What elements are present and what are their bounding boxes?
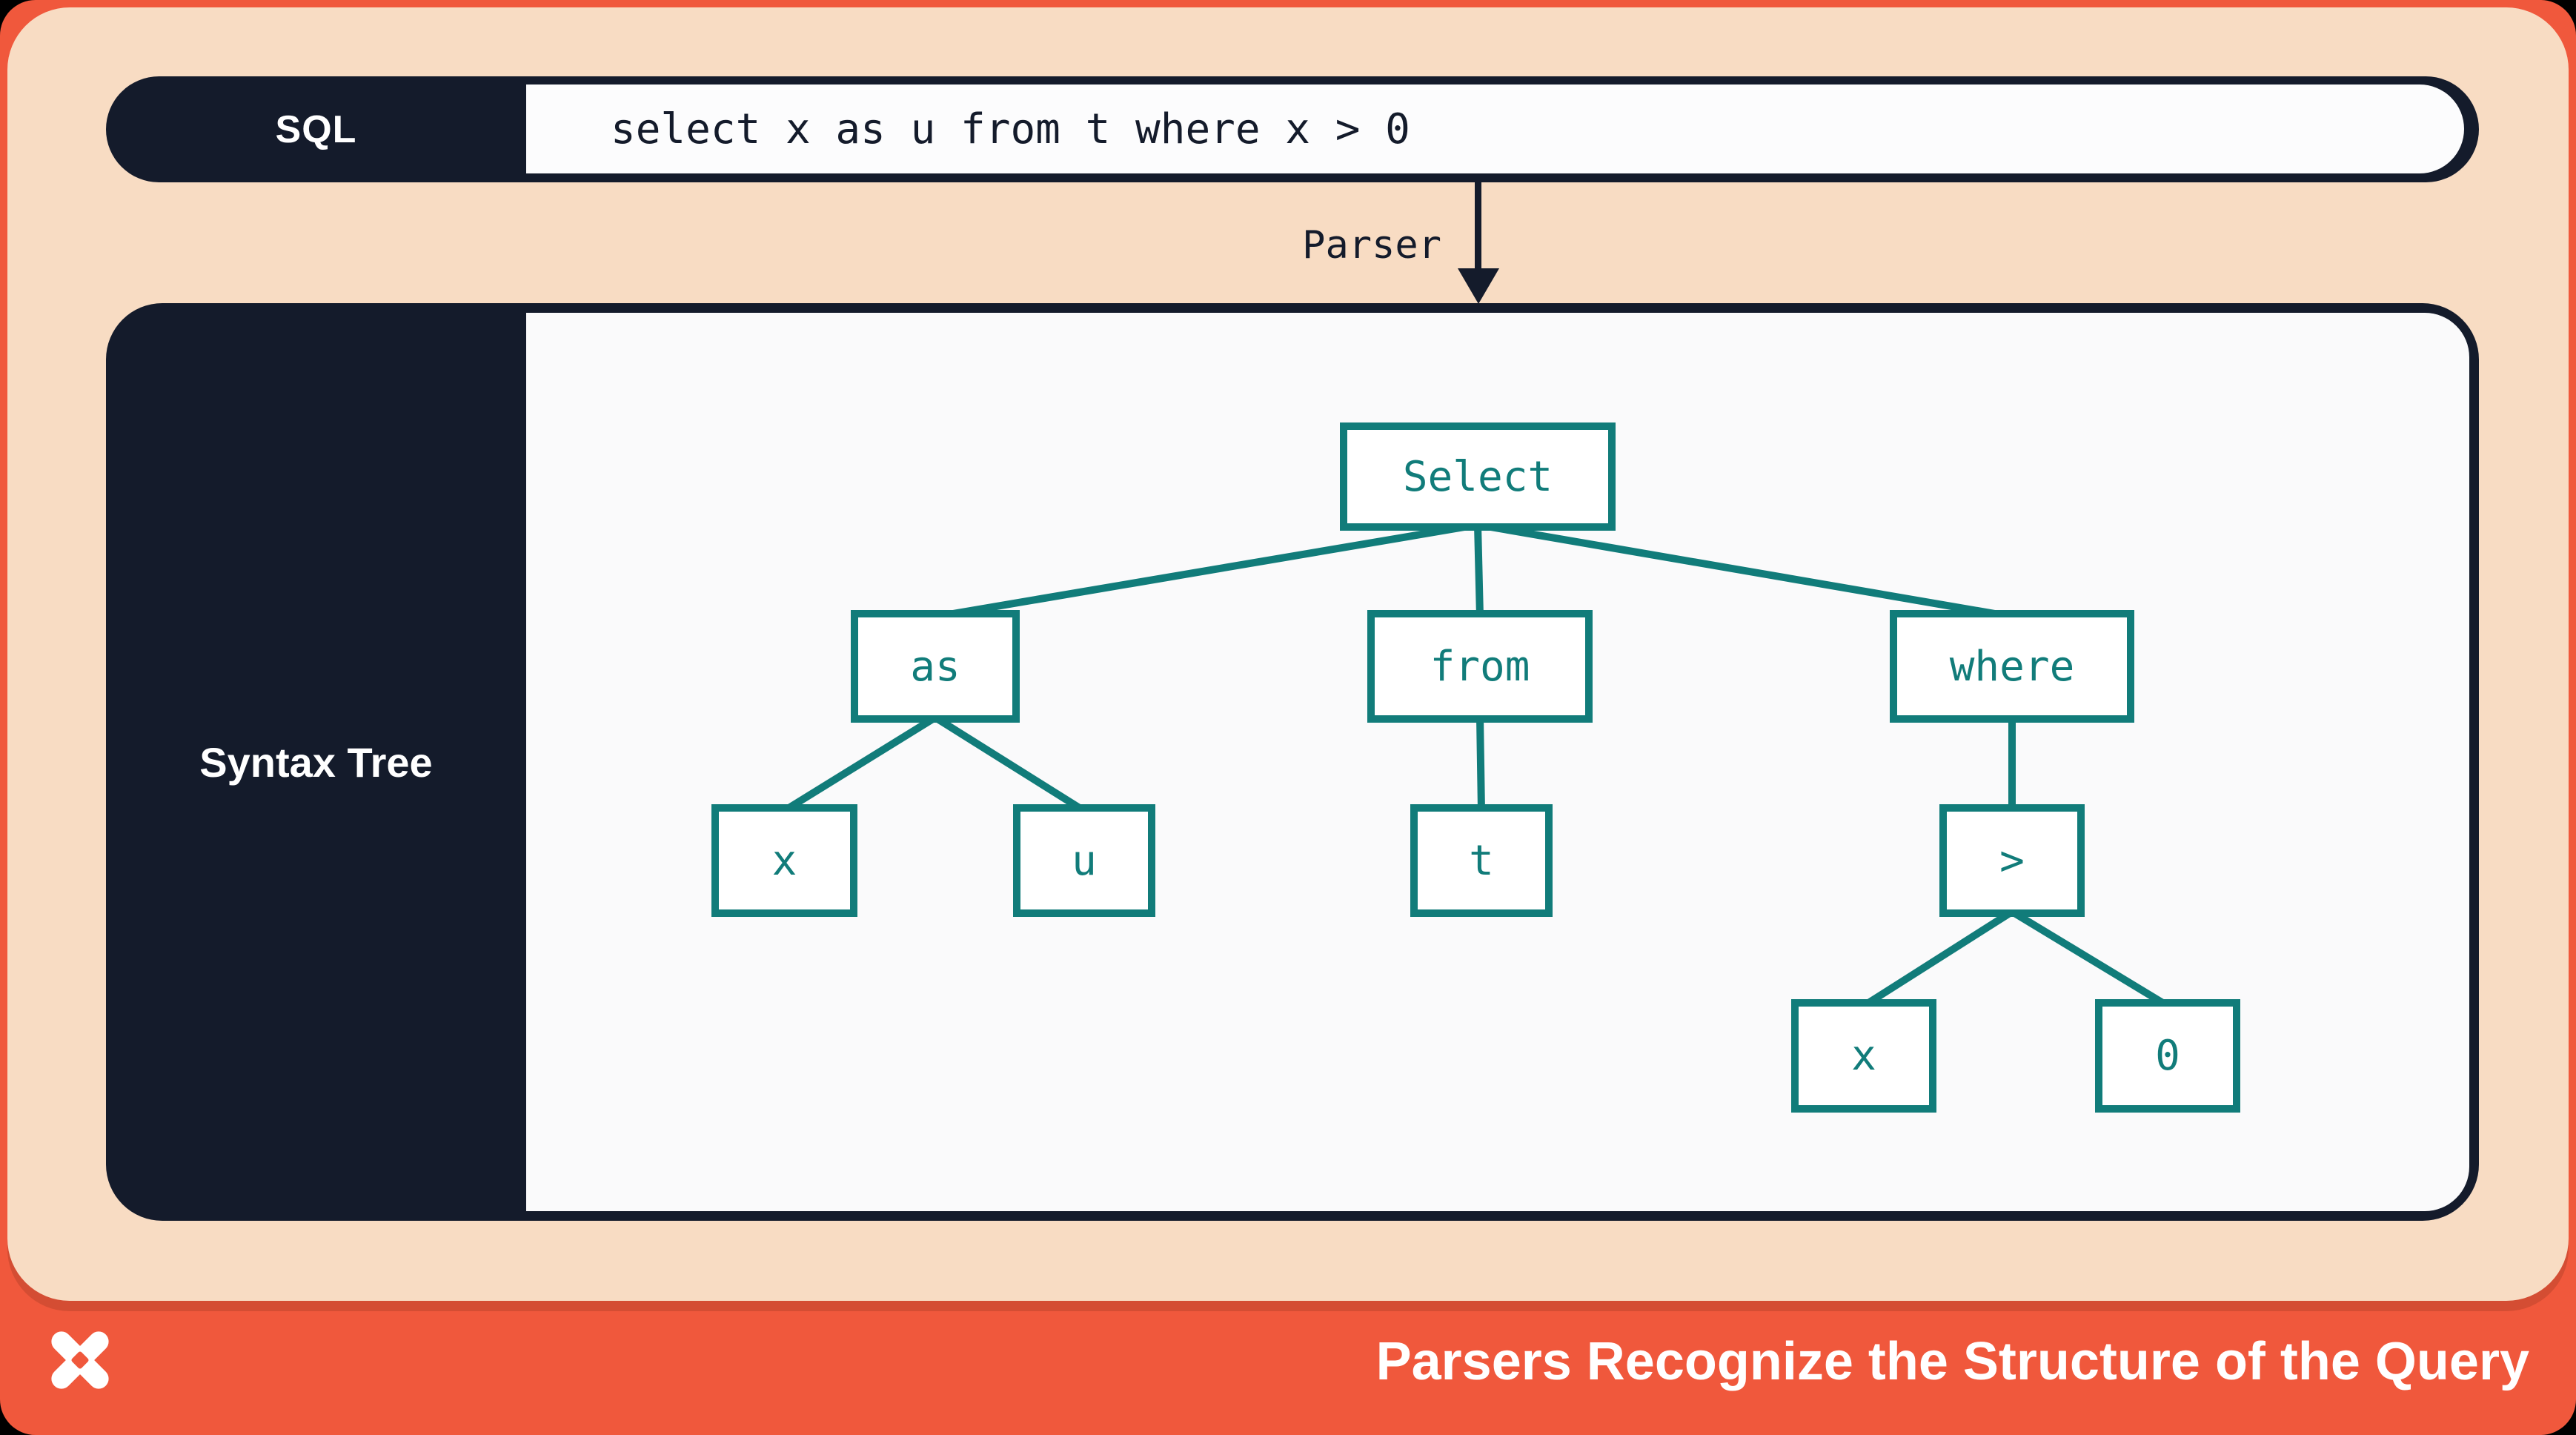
tree-node-as: as xyxy=(851,610,1020,723)
sql-query-text: select x as u from t where x > 0 xyxy=(611,105,1410,153)
tree-node-zero: 0 xyxy=(2095,999,2240,1113)
tree-node-from: from xyxy=(1367,610,1593,723)
tree-node-t: t xyxy=(1410,804,1553,917)
syntax-tree-sidebar: Syntax Tree xyxy=(106,303,526,1221)
tree-node-where: where xyxy=(1890,610,2134,723)
dbt-logo-icon xyxy=(51,1331,109,1389)
parser-arrowhead-icon xyxy=(1458,268,1499,304)
tree-node-x: x xyxy=(711,804,857,917)
tree-node-select: Select xyxy=(1340,422,1616,531)
tree-node-greater-than: > xyxy=(1939,804,2085,917)
footer-title: Parsers Recognize the Structure of the Q… xyxy=(1375,1332,2529,1391)
sql-label: SQL xyxy=(275,107,357,151)
parser-arrow-line xyxy=(1475,182,1481,273)
footer-bar: Parsers Recognize the Structure of the Q… xyxy=(0,1301,2576,1435)
sql-query-box: select x as u from t where x > 0 xyxy=(526,84,2464,173)
sql-bar: SQL select x as u from t where x > 0 xyxy=(106,76,2479,182)
syntax-tree-label: Syntax Tree xyxy=(199,738,433,786)
tree-node-x-operand: x xyxy=(1791,999,1936,1113)
sql-label-zone: SQL xyxy=(106,76,526,182)
tree-node-u: u xyxy=(1013,804,1155,917)
parser-label: Parser xyxy=(1302,223,1441,268)
